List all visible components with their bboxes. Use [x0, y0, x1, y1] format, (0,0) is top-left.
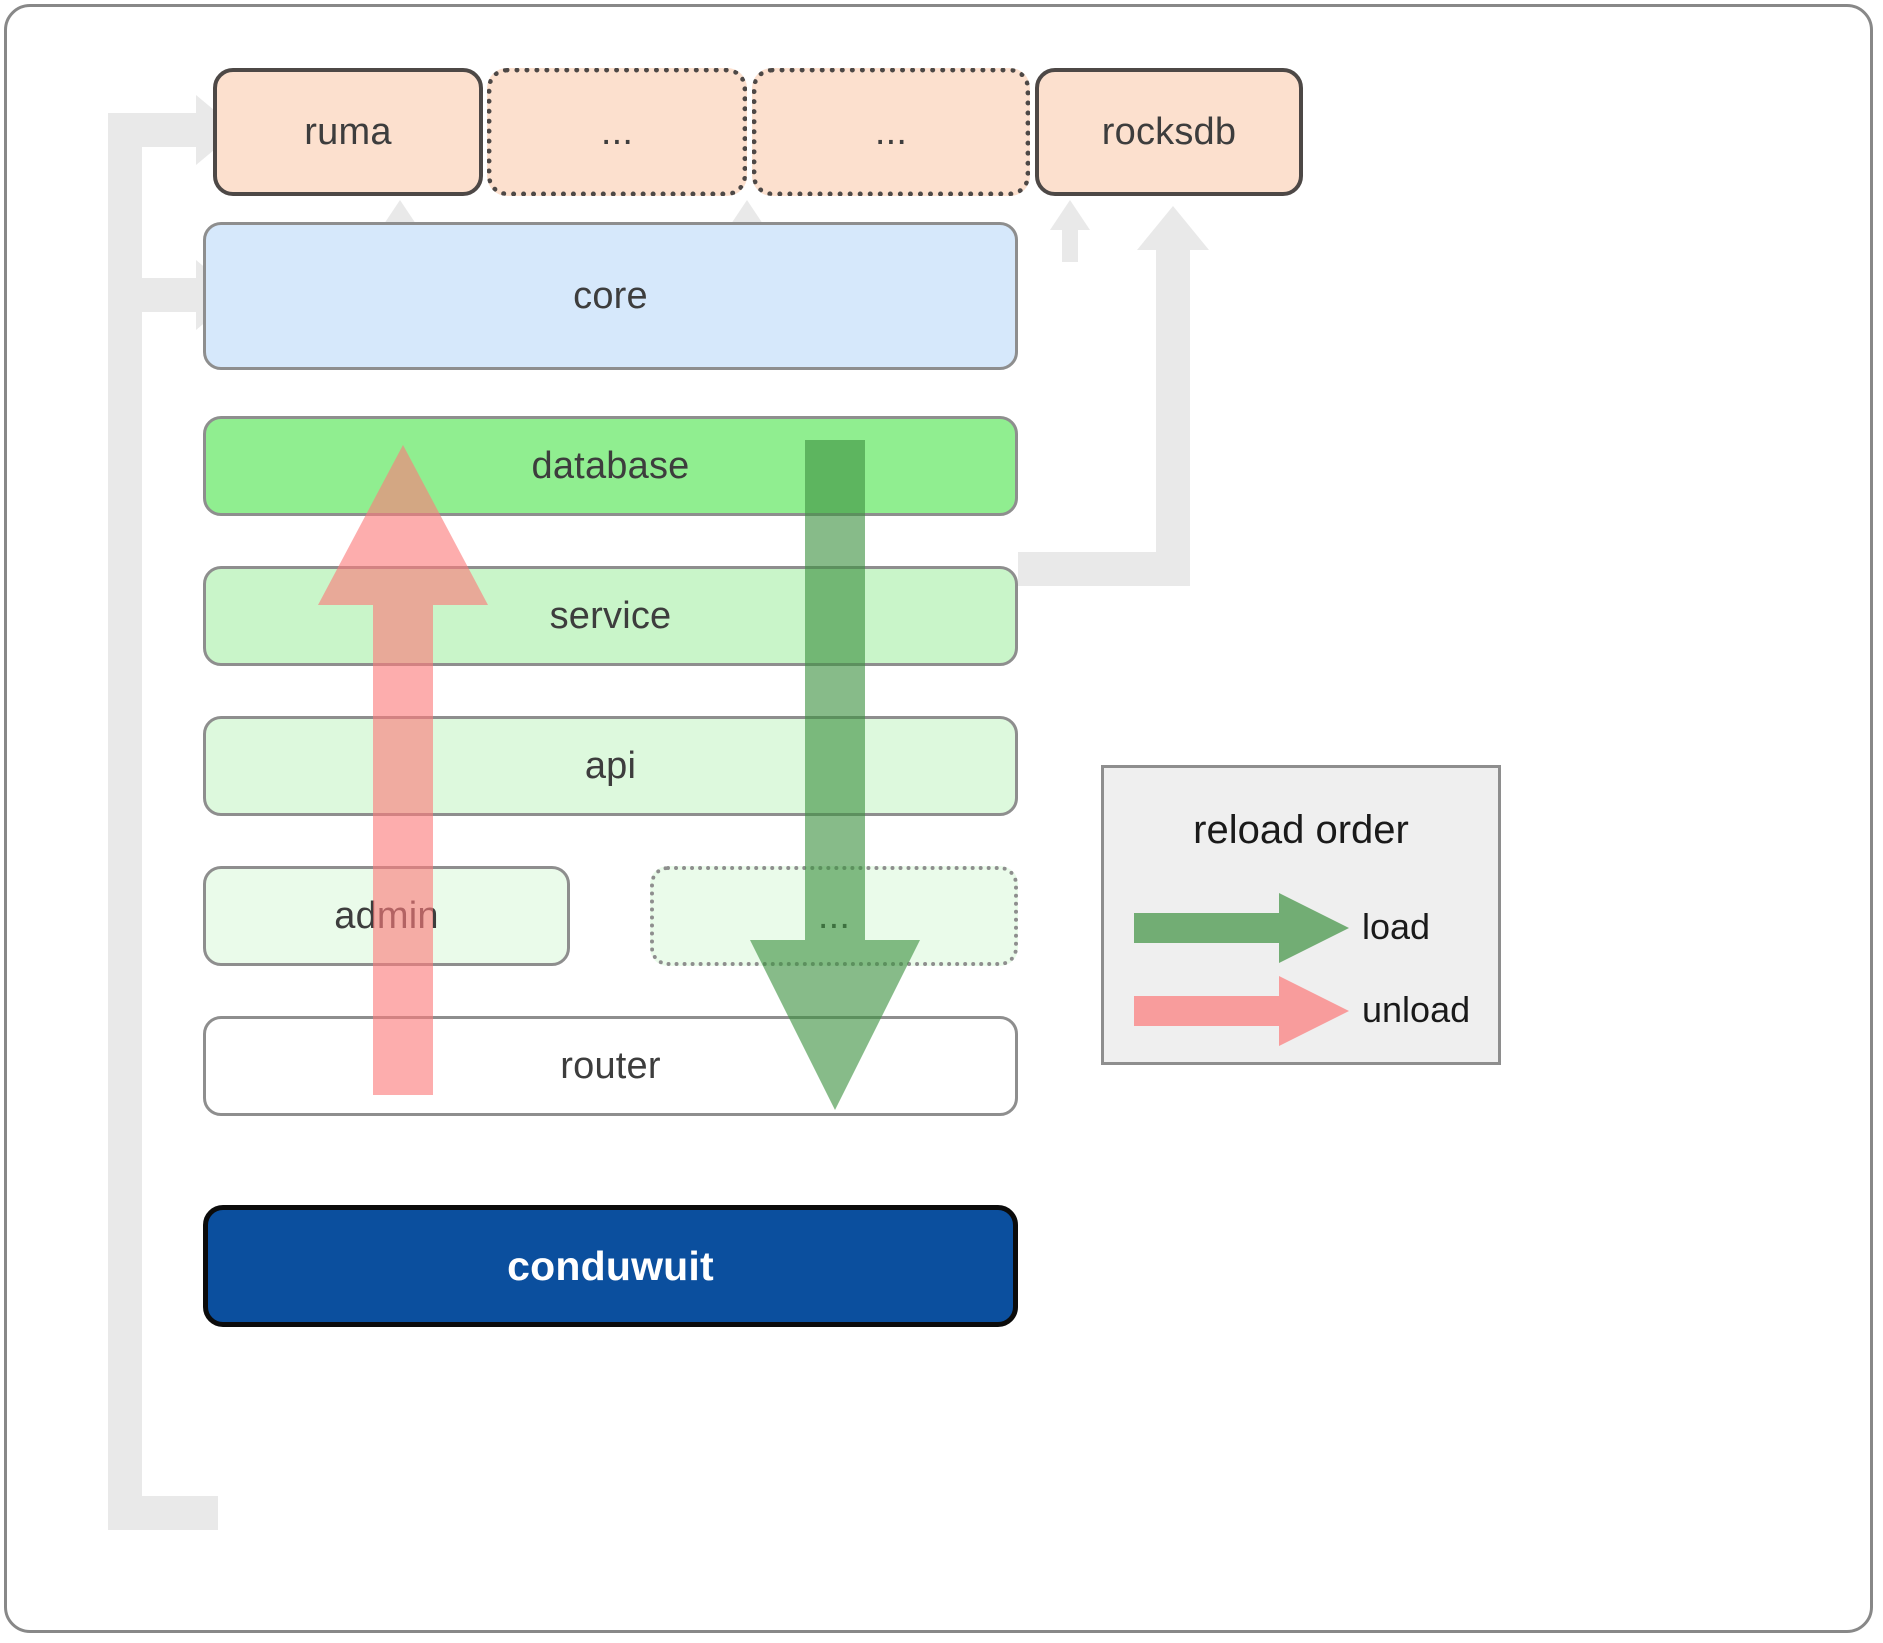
unload-arrow-shape: [1134, 976, 1349, 1046]
layer-label: service: [549, 594, 672, 637]
legend-title: reload order: [1193, 808, 1409, 852]
dependency-label: ...: [600, 110, 634, 153]
layer-label: router: [560, 1044, 661, 1087]
load-arrow-shape: [1134, 893, 1349, 963]
arrowhead-icon: [1050, 200, 1090, 230]
arrow-stem: [1062, 226, 1078, 262]
connector-left-to-ruma: [108, 113, 198, 147]
legend-load-arrow-icon: [1134, 893, 1349, 963]
root-crate-conduwuit[interactable]: conduwuit: [203, 1205, 1018, 1327]
dependency-box-rocksdb[interactable]: rocksdb: [1035, 68, 1303, 196]
dependency-box-ruma[interactable]: ruma: [213, 68, 483, 196]
dependency-box-placeholder-1[interactable]: ...: [487, 68, 747, 196]
legend-unload-arrow-icon: [1134, 976, 1349, 1046]
dependency-label: rocksdb: [1101, 110, 1237, 153]
dependency-box-placeholder-2[interactable]: ...: [752, 68, 1030, 196]
layer-label: api: [584, 744, 637, 787]
layer-box-database[interactable]: database: [203, 416, 1018, 516]
legend-label-unload: unload: [1362, 989, 1471, 1030]
layer-label: admin: [334, 894, 439, 937]
legend-label-load: load: [1362, 906, 1431, 947]
connector-arrow-to-rocksdb: [1137, 206, 1209, 250]
arrow-core-to-dep3: [1050, 200, 1090, 262]
legend-panel: reload order load unload: [1101, 765, 1501, 1065]
connector-left-spine: [108, 130, 142, 1530]
layer-box-placeholder[interactable]: ...: [650, 866, 1018, 966]
connector-right-vertical: [1156, 250, 1190, 586]
layer-box-service[interactable]: service: [203, 566, 1018, 666]
layer-box-api[interactable]: api: [203, 716, 1018, 816]
dependency-label: ruma: [304, 110, 392, 153]
root-label: conduwuit: [507, 1242, 714, 1289]
layer-label: database: [531, 444, 690, 487]
layer-label: core: [573, 274, 648, 317]
connector-right-horizontal: [1018, 552, 1173, 586]
layer-box-router[interactable]: router: [203, 1016, 1018, 1116]
layer-box-admin[interactable]: admin: [203, 866, 570, 966]
dependency-label: ...: [874, 110, 908, 153]
layer-box-core[interactable]: core: [203, 222, 1018, 370]
connector-left-to-core: [108, 278, 198, 312]
layer-label: ...: [817, 894, 851, 937]
connector-left-bottom: [108, 1496, 218, 1530]
